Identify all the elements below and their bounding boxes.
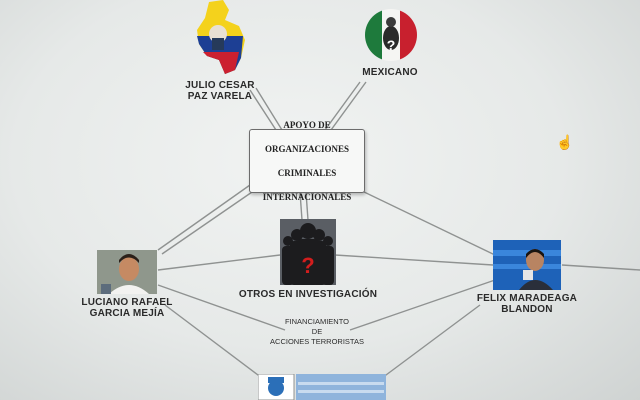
colombia-map-icon: [197, 0, 245, 74]
mexico-flag-icon: ?: [365, 9, 417, 61]
link-hub-felix: [359, 189, 496, 256]
luciano-photo: [97, 250, 157, 294]
hub-label-line3: CRIMINALES: [277, 168, 337, 178]
julio-name-line1: JULIO CESAR: [185, 80, 255, 91]
link-hub-otros: [299, 191, 303, 221]
mexicano-label: MEXICANO: [362, 67, 418, 78]
link-felix-bottom: [381, 304, 481, 379]
luciano-name-line2: GARCIA MEJÍA: [89, 308, 165, 319]
link-otros-felix: [334, 254, 494, 266]
hub-apoyo-organizaciones[interactable]: APOYO DE ORGANIZACIONES CRIMINALES INTER…: [249, 120, 365, 202]
financiamiento-line3: ACCIONES TERRORISTAS: [270, 337, 364, 346]
link-hub-luciano-2: [161, 189, 256, 255]
felix-photo: [493, 240, 561, 290]
link-luciano-otros: [157, 254, 281, 271]
bottom-node-image: [258, 374, 386, 400]
hub-label: APOYO DE ORGANIZACIONES CRIMINALES INTER…: [263, 107, 352, 215]
link-hub-otros-2: [305, 191, 309, 221]
otros-label: OTROS EN INVESTIGACIÓN: [238, 289, 378, 300]
svg-text:?: ?: [301, 253, 314, 278]
hub-label-line2: ORGANIZACIONES: [264, 144, 349, 154]
financiamiento-label: FINANCIAMIENTO DE ACCIONES TERRORISTAS: [262, 317, 372, 347]
unknown-person-icon: ?: [280, 219, 336, 285]
financiamiento-line1: FINANCIAMIENTO: [284, 317, 350, 326]
svg-text:?: ?: [387, 37, 396, 53]
link-hub-luciano: [157, 184, 251, 251]
link-mexicano-hub-2: [330, 81, 367, 131]
link-julio-hub: [249, 89, 277, 131]
financiamiento-line2: DE: [311, 327, 323, 336]
julio-name-line2: PAZ VARELA: [187, 91, 253, 102]
hand-cursor-icon: ☝: [556, 134, 574, 150]
luciano-name-line1: LUCIANO RAFAEL: [81, 297, 173, 308]
hub-label-line1: APOYO DE: [283, 120, 331, 130]
link-luciano-financiamiento: [157, 284, 286, 331]
link-luciano-bottom: [164, 304, 263, 379]
felix-name-line2: BLANDON: [501, 304, 553, 315]
hub-label-line4: INTERNACIONALES: [262, 192, 352, 202]
felix-name-line1: FELIX MARADEAGA: [476, 293, 578, 304]
link-financiamiento-felix: [349, 279, 496, 331]
link-julio-hub-2: [255, 87, 283, 131]
link-mexicano-hub: [324, 81, 361, 131]
link-felix-offscreen: [561, 264, 640, 271]
